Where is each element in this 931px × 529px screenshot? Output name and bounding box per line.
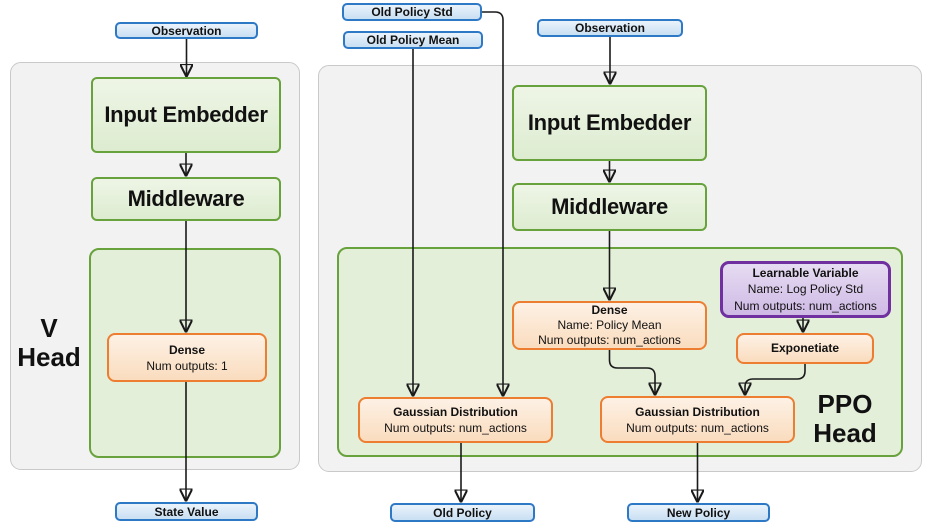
old-policy-mean-input: Old Policy Mean [343,31,483,49]
dense-v-title: Dense [168,342,206,357]
new-policy-output: New Policy [627,503,770,522]
learnable-variable-outputs: Num outputs: num_actions [734,298,877,313]
dense-v-outputs: Num outputs: 1 [146,358,228,373]
gaussian-distribution-new-outputs: Num outputs: num_actions [626,420,769,435]
new-policy-output-label: New Policy [666,505,731,520]
input-embedder-ppo: Input Embedder [512,85,707,161]
middleware-v-label: Middleware [127,186,245,211]
observation-input-v: Observation [115,22,258,39]
observation-input-ppo-label: Observation [574,21,646,35]
middleware-ppo: Middleware [512,183,707,231]
input-embedder-ppo-label: Input Embedder [527,110,692,135]
state-value-output-label: State Value [154,504,219,519]
input-embedder-v: Input Embedder [91,77,281,153]
gaussian-distribution-old: Gaussian Distribution Num outputs: num_a… [358,397,553,443]
old-policy-std-input-label: Old Policy Std [371,5,453,19]
exponetiate-op-label: Exponetiate [770,341,839,355]
old-policy-output: Old Policy [390,503,535,522]
learnable-variable: Learnable Variable Name: Log Policy Std … [720,261,891,318]
v-head-label-line2: Head [17,342,81,372]
dense-policy-mean: Dense Name: Policy Mean Num outputs: num… [512,301,707,350]
observation-input-v-label: Observation [151,23,222,38]
old-policy-output-label: Old Policy [433,505,492,520]
dense-v: Dense Num outputs: 1 [107,333,267,382]
v-head-label: V Head [10,314,88,372]
dense-policy-mean-outputs: Num outputs: num_actions [538,333,681,347]
old-policy-std-input: Old Policy Std [342,3,482,21]
gaussian-distribution-old-outputs: Num outputs: num_actions [384,421,527,435]
ppo-head-label: PPO Head [795,390,895,448]
observation-input-ppo: Observation [537,19,683,37]
ppo-head-label-line1: PPO [817,389,873,419]
state-value-output: State Value [115,502,258,521]
old-policy-mean-input-label: Old Policy Mean [366,33,460,47]
learnable-variable-name: Name: Log Policy Std [747,282,864,297]
exponetiate-op: Exponetiate [736,333,874,364]
gaussian-distribution-old-title: Gaussian Distribution [393,405,518,419]
dense-policy-mean-title: Dense [591,303,628,317]
dense-policy-mean-name: Name: Policy Mean [557,318,662,332]
v-head-label-line1: V [40,313,58,343]
learnable-variable-title: Learnable Variable [752,265,859,280]
middleware-v: Middleware [91,177,281,221]
gaussian-distribution-new-title: Gaussian Distribution [635,404,760,419]
gaussian-distribution-new: Gaussian Distribution Num outputs: num_a… [600,396,795,443]
middleware-ppo-label: Middleware [551,194,668,219]
ppo-head-label-line2: Head [813,418,877,448]
input-embedder-v-label: Input Embedder [104,102,268,127]
